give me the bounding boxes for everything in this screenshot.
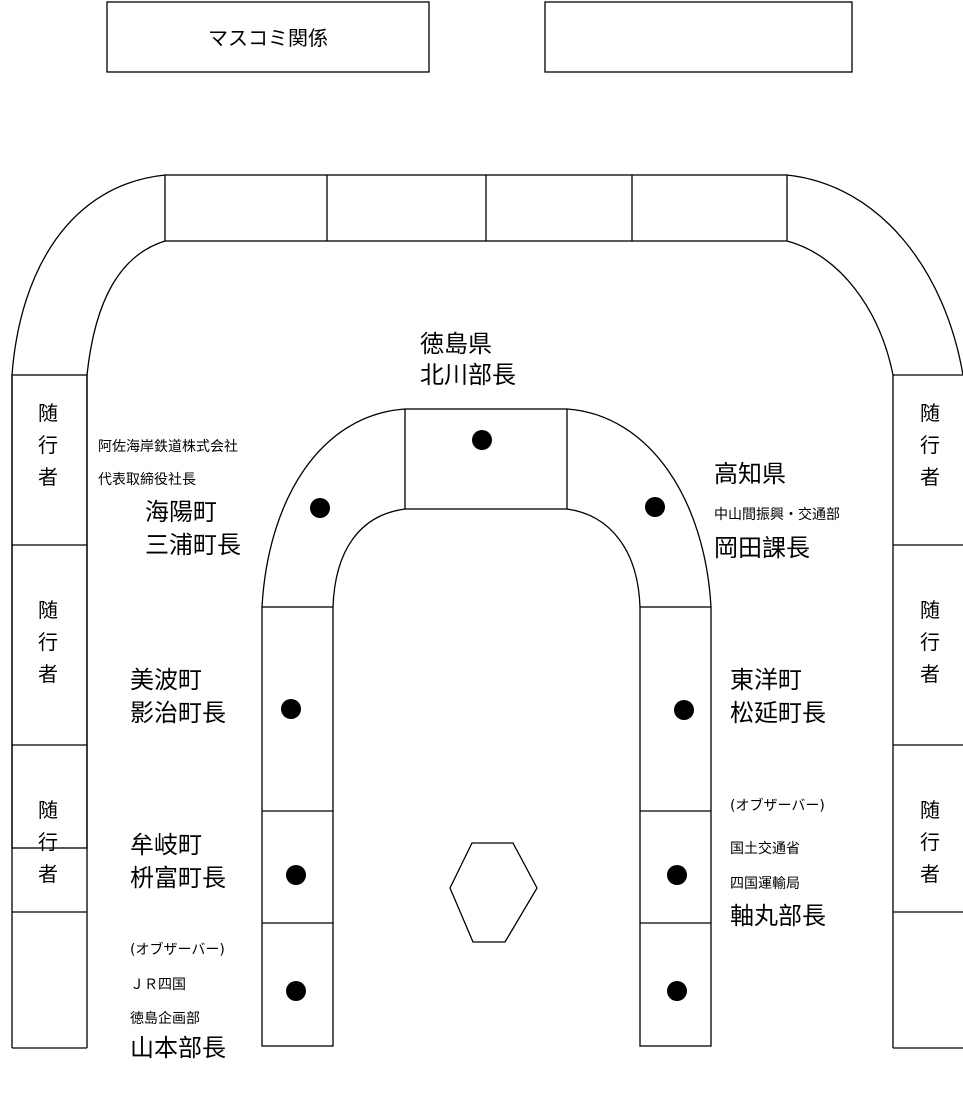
attendant-label-char: 随 (38, 798, 58, 822)
outer-right-curve (786, 174, 963, 376)
attendant-label-char: 行 (38, 830, 58, 854)
center-object (449, 842, 538, 943)
attendant-label-char: 者 (920, 465, 940, 489)
attendant-label-char: 随 (920, 401, 940, 425)
attendant-label-char: 行 (920, 433, 940, 457)
right-attendant-labels: 随 行 者 随 行 者 随 行 者 (920, 401, 940, 886)
left-top-town: 海陽町 (145, 498, 217, 526)
right-top-title: 岡田課長 (714, 534, 810, 562)
seat-dot-right-mid (674, 700, 694, 720)
seat-dot-right-low (667, 865, 687, 885)
inner-right-curve (566, 408, 712, 608)
left-bottom-title: 山本部長 (130, 1034, 226, 1062)
attendant-label-char: 随 (38, 598, 58, 622)
left-bottom-org1: ＪＲ四国 (130, 977, 186, 993)
attendant-label-char: 行 (920, 630, 940, 654)
right-top-pref: 高知県 (714, 460, 786, 488)
seat-dot-left-top (310, 498, 330, 518)
left-top-org1: 阿佐海岸鉄道株式会社 (98, 439, 238, 455)
seat-dot-prefecture (472, 430, 492, 450)
inner-left-column (261, 606, 334, 1047)
left-low-town: 牟岐町 (130, 831, 202, 859)
seat-dot-left-bottom (286, 981, 306, 1001)
attendant-label-char: 者 (38, 862, 58, 886)
seat-dot-left-low (286, 865, 306, 885)
outer-top-table (164, 174, 788, 242)
press-box (106, 1, 430, 73)
attendant-label-char: 行 (38, 433, 58, 457)
attendant-label-char: 随 (38, 401, 58, 425)
attendant-label-char: 者 (920, 862, 940, 886)
right-low-org1: 国土交通省 (730, 840, 800, 857)
left-top-title: 三浦町長 (145, 531, 241, 559)
attendant-label-char: 行 (920, 830, 940, 854)
right-top-dept: 中山間振興・交通部 (714, 506, 840, 523)
inner-right-column (639, 606, 712, 1047)
right-low-note: (オブザーバー) (730, 797, 825, 814)
left-low-title: 枡富町長 (130, 864, 226, 892)
attendant-label-char: 随 (920, 798, 940, 822)
prefecture-official: 北川部長 (420, 361, 516, 389)
seat-dot-left-mid (281, 699, 301, 719)
right-mid-title: 松延町長 (730, 699, 826, 727)
attendant-label-char: 者 (38, 662, 58, 686)
left-attendant-labels: 随 行 者 随 行 者 随 行 者 (38, 401, 58, 886)
attendant-label-char: 者 (38, 465, 58, 489)
outer-left-curve (11, 174, 166, 376)
inner-left-curve (261, 408, 406, 608)
press-label: マスコミ関係 (208, 26, 328, 50)
right-low-org2: 四国運輸局 (730, 876, 800, 892)
attendant-label-char: 行 (38, 630, 58, 654)
left-bottom-org2: 徳島企画部 (130, 1010, 200, 1027)
attendant-label-char: 随 (920, 598, 940, 622)
seat-dot-right-bottom (667, 981, 687, 1001)
left-top-org2: 代表取締役社長 (98, 471, 196, 488)
blank-header-box (544, 1, 853, 73)
seat-dot-right-top (645, 497, 665, 517)
right-mid-town: 東洋町 (730, 666, 802, 694)
prefecture-name: 徳島県 (420, 330, 492, 358)
inner-top-table (404, 408, 568, 510)
left-bottom-note: (オブザーバー) (130, 941, 225, 958)
left-mid-town: 美波町 (130, 666, 202, 694)
left-mid-title: 影治町長 (130, 699, 226, 727)
right-low-title: 軸丸部長 (730, 902, 826, 930)
attendant-label-char: 者 (920, 662, 940, 686)
